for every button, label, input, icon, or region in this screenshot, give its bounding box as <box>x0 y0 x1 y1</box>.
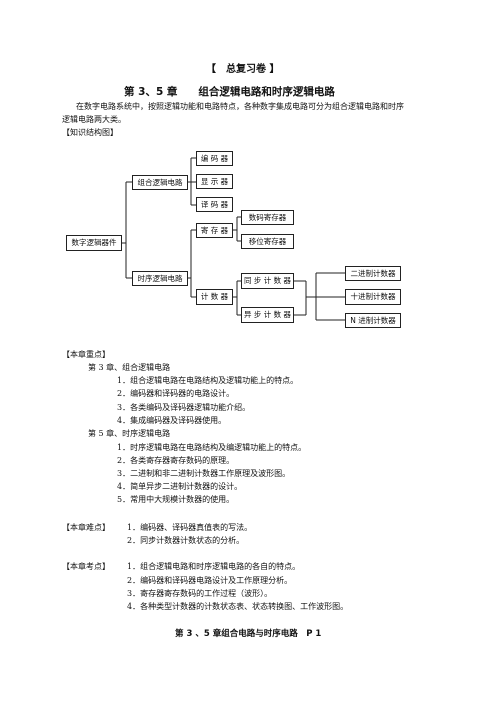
key-point-item: 3．各类编码及译码器逻辑功能介绍。 <box>117 403 251 412</box>
key-point-item: 5．常用中大规模计数器的使用。 <box>117 495 235 504</box>
node-data-register: 数码寄存器 <box>241 210 294 225</box>
node-encoder: 编 码 器 <box>196 151 233 166</box>
node-async-counter: 异 步 计 数 器 <box>241 307 294 323</box>
key-point-item: 2．各类寄存器寄存数码的原理。 <box>117 456 235 465</box>
chapter-title: 第 3、5 章 组合逻辑电路和时序逻辑电路 <box>124 86 335 98</box>
page-footer: 第 3 、5 章组合电路与时序电路 P 1 <box>175 629 322 639</box>
node-n-counter: N 进制计数器 <box>345 313 401 328</box>
difficulty-item: 1．编码器、译码器真值表的写法。 <box>127 523 253 532</box>
node-sequential-logic: 时序逻辑电路 <box>132 271 188 286</box>
node-combinational-logic: 组合逻辑电路 <box>132 175 188 190</box>
node-digital-logic-devices: 数字逻辑器件 <box>66 235 122 251</box>
key-point-item: 3．二进制和非二进制计数器工作原理及波形图。 <box>117 469 291 478</box>
exam-points-label: 【本章考点】 <box>62 562 110 571</box>
key-points-label: 【本章重点】 <box>62 350 110 359</box>
exam-point-item: 1．组合逻辑电路和时序逻辑电路的各自的特点。 <box>127 562 301 571</box>
node-register: 寄 存 器 <box>196 223 233 238</box>
node-display: 显 示 器 <box>196 174 233 189</box>
node-shift-register: 移位寄存器 <box>241 234 294 249</box>
key-points-ch5-heading: 第 5 章、时序逻辑电路 <box>88 429 171 438</box>
key-point-item: 2．编码器和译码器的电路设计。 <box>117 389 235 398</box>
exam-point-item: 2．编码器和译码器电路设计及工作原理分析。 <box>127 576 293 585</box>
intro-line-2: 逻辑电路两大类。 <box>62 115 126 124</box>
key-point-item: 4．简单异步二进制计数器的设计。 <box>117 482 243 491</box>
key-point-item: 1．时序逻辑电路在电路结构及编逻辑功能上的特点。 <box>117 443 307 452</box>
node-sync-counter: 同 步 计 数 器 <box>241 273 294 289</box>
page-title: 【 总复习卷 】 <box>206 64 280 75</box>
node-counter: 计 数 器 <box>196 289 233 305</box>
intro-line-1: 在数字电路系统中，按照逻辑功能和电路特点，各种数字集成电路可分为组合逻辑电路和时… <box>76 102 404 111</box>
difficulty-item: 2．同步计数器计数状态的分析。 <box>127 536 245 545</box>
node-decoder: 译 码 器 <box>196 197 233 212</box>
key-point-item: 1．组合逻辑电路在电路结构及逻辑功能上的特点。 <box>117 376 299 385</box>
node-binary-counter: 二进制计数器 <box>345 266 401 281</box>
structure-label: 【知识结构图】 <box>62 128 118 137</box>
key-point-item: 4．集成编码器及译码器使用。 <box>117 416 227 425</box>
exam-point-item: 3．寄存器寄存数码的工作过程（波形）。 <box>127 589 273 598</box>
node-decimal-counter: 十进制计数器 <box>345 289 401 305</box>
exam-point-item: 4．各种类型计数器的计数状态表、状态转换图、工作波形图。 <box>127 602 349 611</box>
key-points-ch3-heading: 第 3 章、组合逻辑电路 <box>88 363 171 372</box>
difficulties-label: 【本章难点】 <box>62 523 110 532</box>
